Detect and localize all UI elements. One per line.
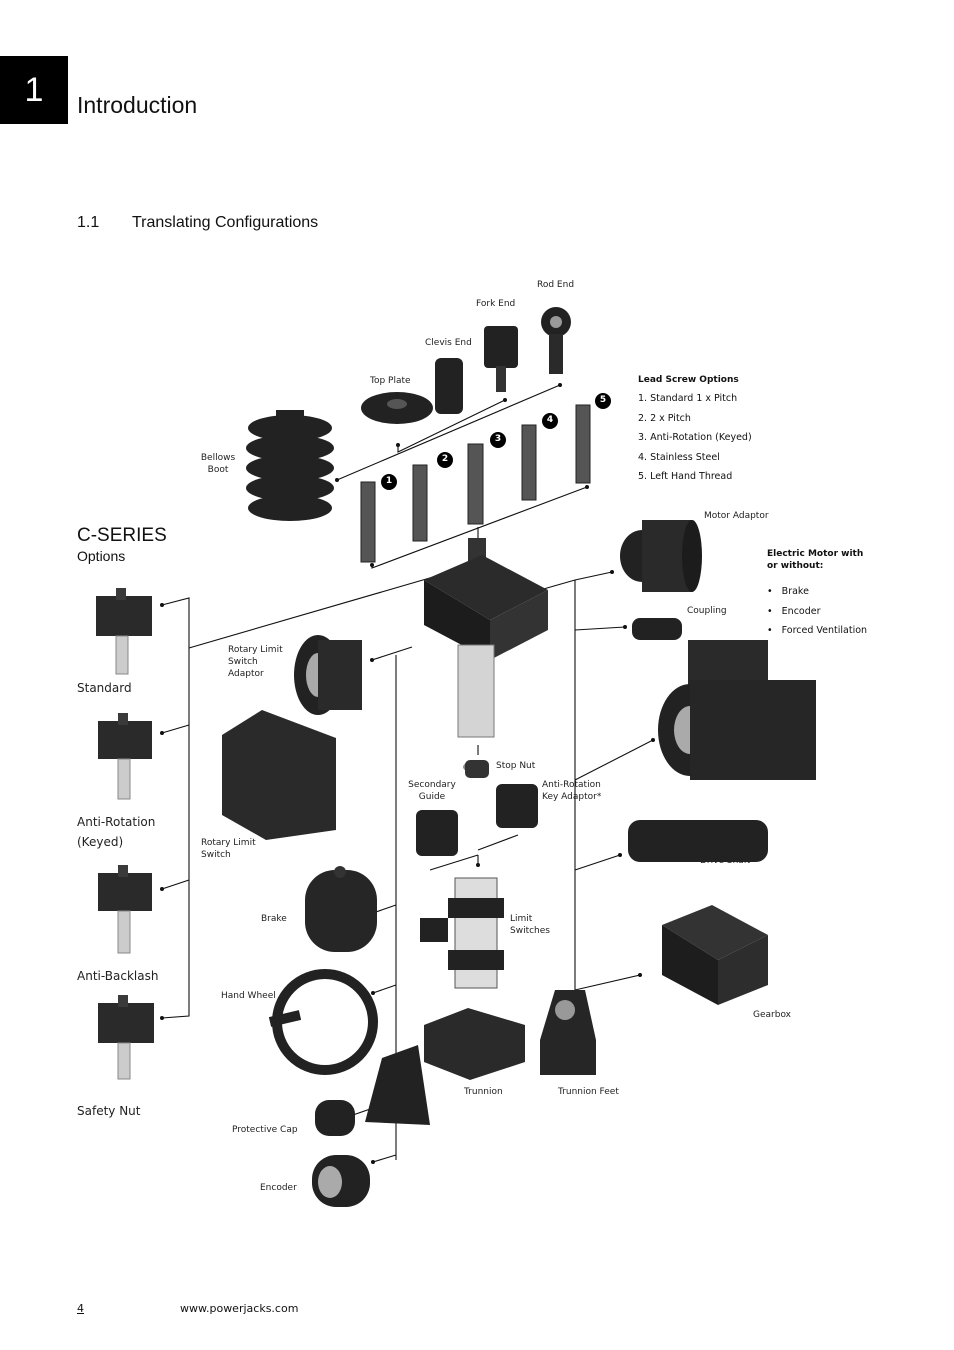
label-top-plate: Top Plate (370, 376, 411, 386)
label-protective-cap: Protective Cap (232, 1125, 298, 1135)
footer-url[interactable]: www.powerjacks.com (180, 1302, 299, 1315)
label-bellows-boot: Bellows Boot (200, 453, 236, 475)
marker-1: 1 (385, 476, 393, 486)
option-anti-backlash: Anti-Backlash (77, 969, 159, 983)
right-parts (620, 520, 816, 1005)
label-coupling: Coupling (687, 606, 727, 616)
option-anti-rotation: Anti-Rotation (Keyed) (77, 815, 156, 849)
label-trunnion: Trunnion (464, 1087, 503, 1097)
section-title: Translating Configurations (132, 214, 319, 231)
chapter-number: 1 (0, 56, 68, 124)
lead-screws (360, 404, 591, 563)
lead-screw-item: 2. 2 x Pitch (638, 412, 691, 424)
label-limit-switches: Limit Switches (510, 914, 550, 936)
label-gearbox: Gearbox (753, 1010, 791, 1020)
label-brake: Brake (261, 914, 287, 924)
label-stop-nut: Stop Nut (496, 761, 536, 771)
option-thumbnails (96, 588, 154, 1080)
label-fork-end: Fork End (476, 299, 516, 309)
option-standard: Standard (77, 681, 132, 695)
series-title: C-SERIES (77, 525, 167, 546)
section-number: 1.1 (77, 214, 100, 231)
label-trunnion-feet: Trunnion Feet (558, 1087, 619, 1097)
motor-heading-2: or without: (767, 561, 824, 571)
marker-5: 5 (599, 395, 607, 405)
lead-screw-heading: Lead Screw Options (638, 375, 739, 385)
motor-list: • Brake • Encoder • Forced Ventilation (767, 582, 867, 641)
label-rotary-limit-switch: Rotary Limit Switch (201, 838, 256, 860)
motor-item: • Brake (767, 586, 809, 597)
motor-item: • Forced Ventilation (767, 625, 868, 636)
lead-screw-item: 1. Standard 1 x Pitch (638, 393, 738, 404)
left-parts (222, 635, 430, 1207)
motor-heading-1: Electric Motor with (767, 549, 864, 559)
marker-2: 2 (441, 454, 449, 464)
series-subtitle: Options (77, 548, 126, 564)
label-clevis-end: Clevis End (425, 338, 472, 348)
central-jack (424, 538, 548, 773)
chapter-title: Introduction (77, 92, 198, 118)
label-encoder: Encoder (260, 1183, 297, 1193)
option-safety-nut: Safety Nut (77, 1104, 141, 1118)
screw-markers (381, 393, 611, 490)
label-rotary-limit-switch-adaptor: Rotary Limit Switch Adaptor (228, 645, 283, 679)
label-secondary-guide: Secondary Guide (408, 780, 456, 802)
marker-3: 3 (494, 434, 502, 444)
label-anti-rotation-key-adaptor: Anti-Rotation Key Adaptor* (542, 780, 602, 802)
label-hand-wheel: Hand Wheel (221, 991, 276, 1001)
lead-screw-item: 3. Anti-Rotation (Keyed) (638, 432, 752, 443)
marker-4: 4 (546, 415, 554, 425)
lead-screw-item: 4. Stainless Steel (638, 451, 720, 463)
motor-item: • Encoder (767, 605, 821, 617)
label-motor-adaptor: Motor Adaptor (704, 511, 769, 521)
label-drive-shaft: Drive Shaft (700, 856, 751, 866)
page-number: 4 (77, 1302, 84, 1315)
lead-screw-item: 5. Left Hand Thread (638, 471, 733, 482)
leader-lines (161, 384, 654, 1163)
label-rod-end: Rod End (537, 280, 575, 290)
lower-center-parts (416, 760, 596, 1080)
lead-screw-list: 1. Standard 1 x Pitch 2. 2 x Pitch 3. An… (638, 389, 752, 487)
top-parts (246, 307, 571, 521)
